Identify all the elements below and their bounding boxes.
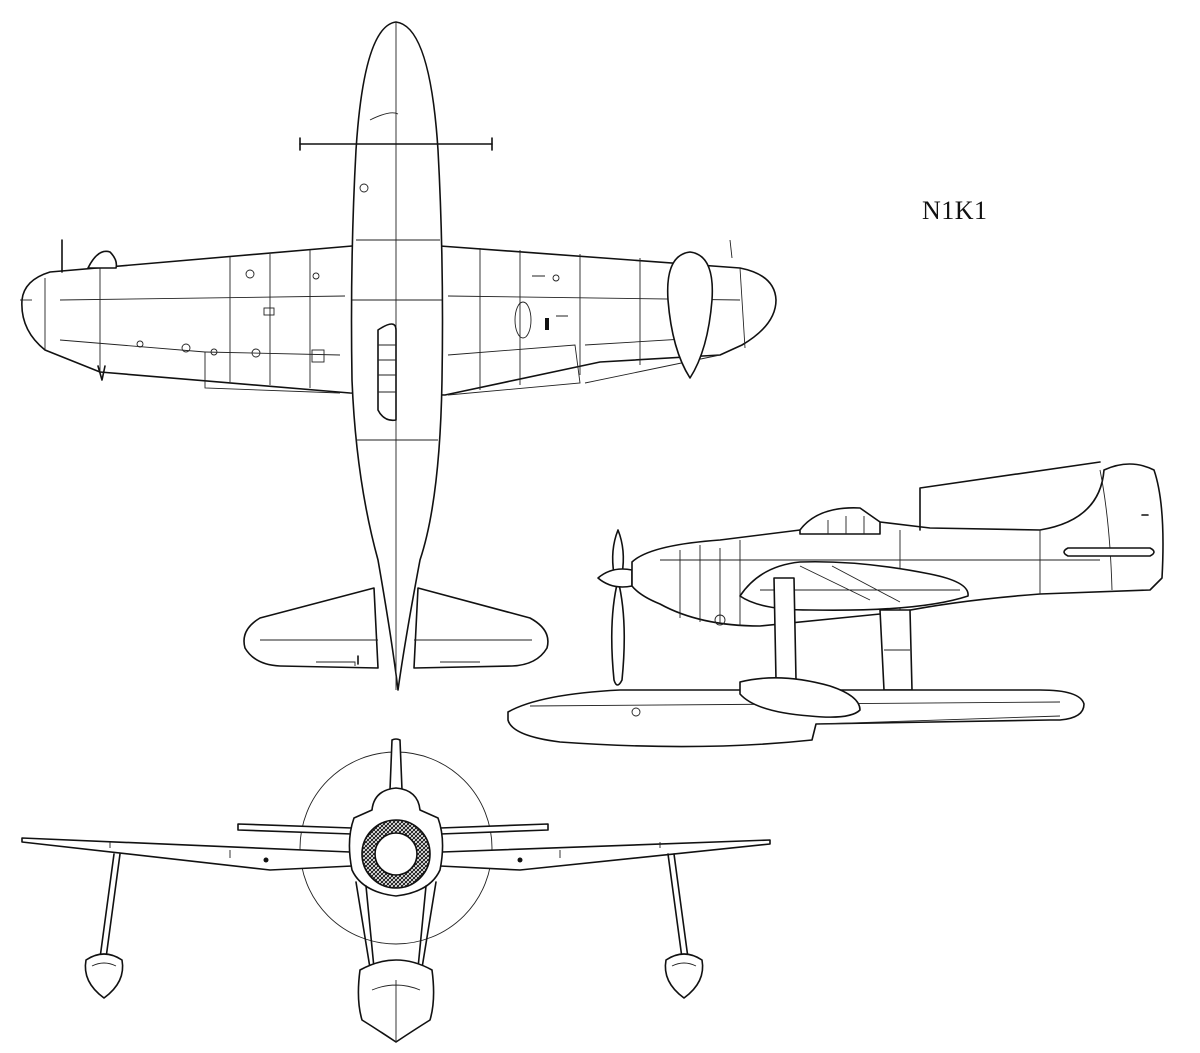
- front-view-wingtip-floats: [84, 953, 704, 999]
- side-view: [507, 461, 1164, 748]
- side-view-propeller: [597, 529, 633, 686]
- top-view-horizontal-tail: [243, 587, 549, 669]
- front-view-float-struts: [99, 853, 689, 969]
- top-view-fuselage: [299, 21, 493, 691]
- side-view-main-float: [507, 677, 1085, 748]
- top-view-wingtip-float: [87, 239, 733, 379]
- top-view: [20, 21, 777, 691]
- side-view-wing: [739, 560, 969, 612]
- aircraft-designation-label: N1K1: [922, 196, 988, 225]
- front-view-main-float: [357, 959, 435, 1043]
- front-view-engine-cowling: [348, 787, 444, 897]
- front-view-wings: [21, 837, 771, 871]
- front-view: [21, 738, 771, 1043]
